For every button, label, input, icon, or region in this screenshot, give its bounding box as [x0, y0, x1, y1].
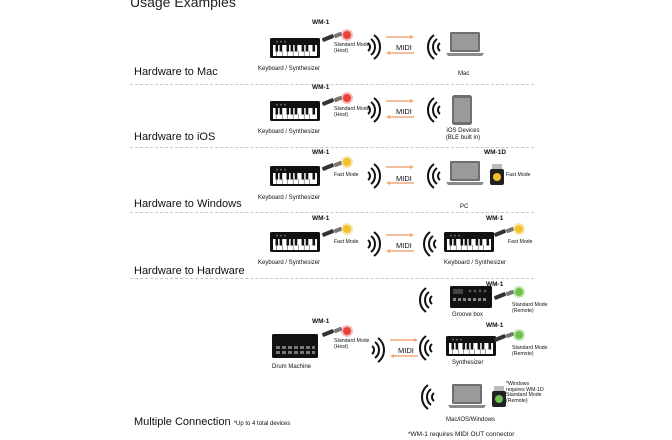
wireless-icon	[367, 231, 381, 257]
wireless-icon	[371, 337, 385, 363]
device-caption: Keyboard / Synthesizer	[444, 260, 507, 266]
mode-label: Fast Mode	[334, 172, 359, 178]
laptop-icon	[448, 384, 486, 408]
yellow-led-icon	[341, 156, 353, 168]
wm1-label: WM-1	[312, 19, 330, 26]
mode-label: Fast Mode	[334, 239, 359, 245]
yellow-led-icon	[341, 223, 353, 235]
divider	[130, 278, 534, 279]
divider	[130, 84, 534, 85]
device-caption: Mac/iOS/Windows	[446, 417, 496, 423]
section-label-windows: Hardware to Windows	[134, 198, 242, 210]
wm1-label: WM-1	[312, 149, 330, 156]
section-label-mac: Hardware to Mac	[134, 66, 218, 78]
yellow-led-icon	[513, 223, 525, 235]
wireless-icon	[367, 34, 381, 60]
keyboard-icon	[269, 231, 321, 253]
footnote: *WM-1 requires MIDI OUT connector	[408, 431, 515, 438]
device-caption: Drum Machine	[272, 364, 312, 370]
midi-label: MIDI	[396, 174, 412, 183]
mode-label: Standard Mode(Host)	[334, 42, 370, 54]
midi-label: MIDI	[396, 43, 412, 52]
wm1d-dongle-icon	[490, 164, 504, 185]
red-led-icon	[341, 325, 353, 337]
wm1-label: WM-1	[486, 281, 504, 288]
mode-label: Fast Mode	[506, 172, 531, 178]
device-caption: iOS Devices(BLE built in)	[445, 128, 481, 141]
mode-label: Standard Mode(Remote)	[512, 302, 548, 314]
keyboard-icon	[269, 165, 321, 187]
midi-label: MIDI	[398, 346, 414, 355]
groove-box-icon	[450, 286, 492, 308]
device-caption: Keyboard / Synthesizer	[258, 66, 321, 72]
keyboard-icon	[269, 100, 321, 122]
wm1-label: WM-1	[312, 215, 330, 222]
keyboard-icon	[443, 231, 495, 253]
wireless-icon	[367, 163, 381, 189]
tablet-icon	[452, 95, 472, 125]
device-caption: Keyboard / Synthesizer	[258, 129, 321, 135]
mode-label: Standard Mode(Host)	[334, 106, 370, 118]
laptop-icon	[446, 161, 484, 185]
wireless-icon	[367, 97, 381, 123]
laptop-icon	[446, 32, 484, 56]
green-led-icon	[513, 286, 525, 298]
device-caption: Mac	[458, 71, 470, 77]
red-led-icon	[341, 92, 353, 104]
drum-machine-icon	[272, 334, 318, 358]
wm1-label: WM-1	[486, 322, 504, 329]
wm1-label: WM-1	[312, 84, 330, 91]
device-caption: Synthesizer	[452, 360, 484, 366]
section-label-multiple: Multiple Connection *Up to 4 total devic…	[134, 416, 291, 428]
section-label-ios: Hardware to iOS	[134, 131, 216, 143]
divider	[130, 212, 534, 213]
section-label-hardware: Hardware to Hardware	[134, 265, 245, 277]
mode-label: Fast Mode	[508, 239, 533, 245]
keyboard-icon	[445, 335, 497, 357]
wireless-icon	[419, 287, 433, 313]
mode-label: Standard Mode(Host)	[334, 338, 370, 350]
keyboard-icon	[269, 37, 321, 59]
page-title: Usage Examples	[130, 0, 236, 10]
red-led-icon	[341, 29, 353, 41]
wm1d-dongle-icon	[492, 386, 506, 407]
device-caption: Keyboard / Synthesizer	[258, 195, 321, 201]
wm1d-label: WM-1D	[484, 149, 507, 156]
device-caption: PC	[460, 204, 469, 210]
midi-label: MIDI	[396, 241, 412, 250]
midi-label: MIDI	[396, 107, 412, 116]
device-caption: Keyboard / Synthesizer	[258, 260, 321, 266]
divider	[130, 147, 534, 148]
wm1-label: WM-1	[486, 215, 504, 222]
green-led-icon	[513, 329, 525, 341]
device-caption: Groove box	[452, 312, 484, 318]
mode-label: Standard Mode(Remote)	[512, 345, 548, 357]
wm1-label: WM-1	[312, 318, 330, 325]
